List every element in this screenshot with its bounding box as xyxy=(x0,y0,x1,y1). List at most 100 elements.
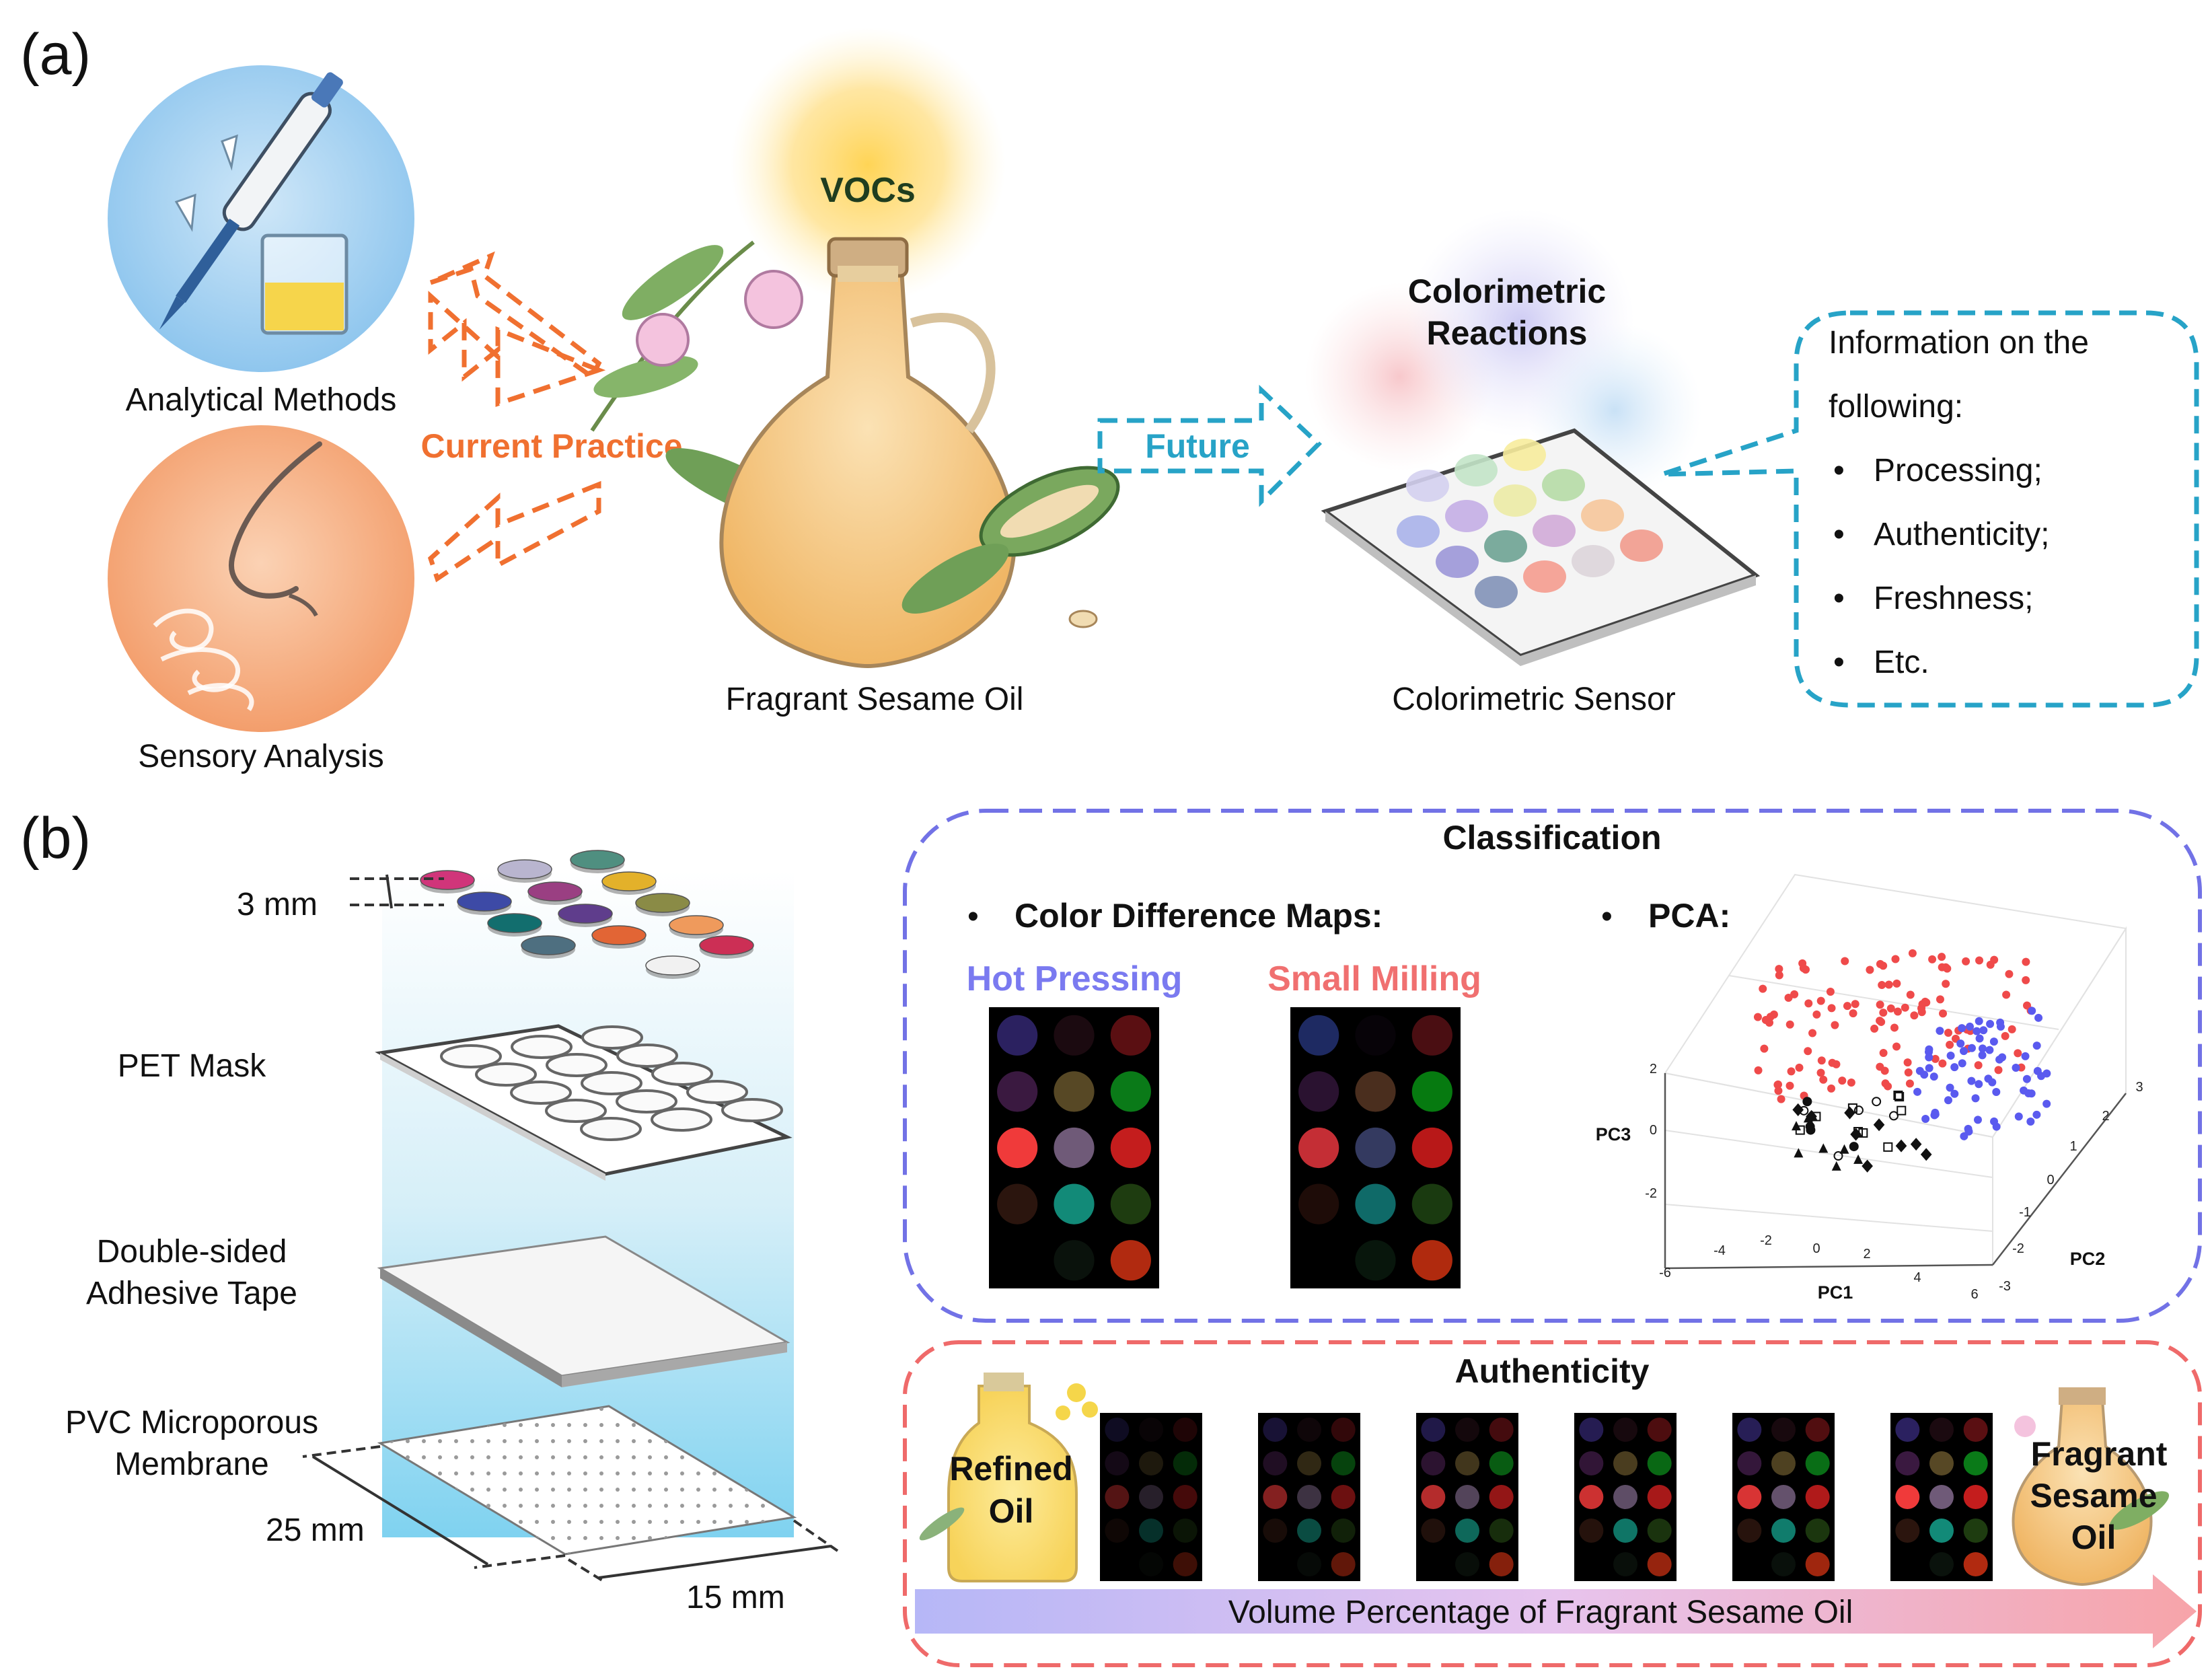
cdm-spot xyxy=(1489,1552,1514,1576)
pca-point-red xyxy=(2022,1001,2031,1010)
cdm-spot xyxy=(1613,1451,1637,1475)
cdm-spot xyxy=(1110,1071,1151,1112)
cdm-spot xyxy=(1298,1127,1339,1169)
dim-25mm-15mm-markers xyxy=(302,1445,839,1584)
dye-spot xyxy=(591,925,647,945)
dye-spot xyxy=(635,893,690,913)
sensory-analysis-label: Sensory Analysis xyxy=(138,739,384,774)
cdm-spot xyxy=(1895,1451,1920,1475)
pca-point-red xyxy=(1943,964,1952,973)
pca-bullet: • xyxy=(1601,899,1613,935)
dye-spot xyxy=(645,955,700,976)
cdm-spot xyxy=(1895,1418,1920,1442)
pca-point-blue xyxy=(1964,1124,1973,1133)
cdm-spot xyxy=(1297,1485,1321,1509)
authenticity-title: Authenticity xyxy=(1455,1352,1650,1390)
pca-point-blue xyxy=(1936,1027,1944,1035)
cdm-spot xyxy=(1331,1451,1356,1475)
bullet-authenticity: Authenticity; xyxy=(1874,517,2049,552)
pca-point-blue xyxy=(1979,1026,1988,1035)
pca-point-red xyxy=(1870,1024,1879,1033)
mask-hole xyxy=(651,1107,712,1132)
cdm-spot xyxy=(997,1015,1038,1056)
pca-point-blue xyxy=(1915,1066,1924,1075)
pca-point-blue xyxy=(1992,1088,2001,1097)
pca-point-black xyxy=(1850,1128,1862,1141)
pca-point-red xyxy=(1827,1004,1836,1013)
pca-point-red xyxy=(1774,1087,1783,1095)
pca-point-red xyxy=(1817,1056,1826,1065)
pca-point-blue xyxy=(2032,1110,2041,1119)
info-line1: Information on the xyxy=(1829,325,2089,361)
pca-point-black xyxy=(1794,1148,1804,1158)
cdm-spot xyxy=(1054,1071,1095,1112)
cdm-spot xyxy=(1173,1552,1198,1576)
pca-point-blue xyxy=(1985,1046,1994,1054)
pca-point-blue xyxy=(1975,1080,1983,1089)
sensor-spot xyxy=(1436,546,1479,578)
dye-spot xyxy=(699,935,754,955)
pca-point-red xyxy=(2014,1049,2022,1058)
pc3-tick-label: -2 xyxy=(1645,1186,1657,1201)
pca-point-red xyxy=(1876,1017,1884,1025)
cdm-spot xyxy=(1929,1552,1954,1576)
analytical-methods-label: Analytical Methods xyxy=(126,382,397,418)
pca-point-black xyxy=(1920,1148,1932,1161)
cdm-spot xyxy=(1737,1451,1762,1475)
cdm-spot xyxy=(997,1183,1038,1225)
pca-heading: PCA: xyxy=(1648,897,1730,935)
volume-gradient-arrow xyxy=(915,1574,2197,1648)
fragrant-oil-line2: Sesame xyxy=(2030,1477,2157,1514)
pca-point-red xyxy=(1975,956,1984,965)
cdm-spot xyxy=(997,1127,1038,1169)
cdm-spot xyxy=(1929,1519,1954,1543)
pca-point-blue xyxy=(2012,1064,2020,1072)
pca-point-red xyxy=(1903,1058,1912,1067)
sensor-spot xyxy=(1620,529,1663,562)
pca-point-red xyxy=(1753,1013,1762,1021)
pca-plot xyxy=(1664,873,2127,1270)
sensor-spot xyxy=(1445,500,1488,532)
cdm-spot xyxy=(1355,1127,1396,1169)
pca-point-blue xyxy=(1913,1087,1922,1096)
pca-point-black xyxy=(1795,1125,1805,1135)
mask-hole xyxy=(721,1098,783,1122)
cdm-spot xyxy=(1613,1519,1637,1543)
cdm-spot xyxy=(1613,1418,1637,1442)
cdm-spot xyxy=(1331,1519,1356,1543)
current-practice-arrows xyxy=(427,251,606,583)
dye-spot xyxy=(457,891,512,912)
pca-point-red xyxy=(1962,957,1970,965)
pca-point-blue xyxy=(1960,1132,1968,1140)
cdm-spot xyxy=(1411,1071,1452,1112)
info-bullets: • Processing; • Authenticity; • Freshnes… xyxy=(1833,453,2049,680)
authenticity-box xyxy=(903,1340,2202,1667)
pet-mask-holes xyxy=(440,1025,783,1141)
cdm-spot xyxy=(1613,1552,1637,1576)
mask-hole xyxy=(581,1025,643,1050)
cdm-spot xyxy=(1805,1519,1830,1543)
dye-spot xyxy=(487,913,542,933)
small-milling-label: Small Milling xyxy=(1267,959,1481,998)
cdm-spot xyxy=(1054,1015,1095,1056)
sensor-spot xyxy=(1406,470,1449,502)
pca-point-blue xyxy=(1925,1045,1933,1054)
pca-point-blue xyxy=(1950,1089,1959,1098)
pca-point-blue xyxy=(1950,1063,1959,1072)
pca-point-red xyxy=(1944,1029,1952,1037)
pca-point-blue xyxy=(1929,1072,1938,1081)
pca-point-red xyxy=(1936,995,1944,1004)
pc1-tick-label: -4 xyxy=(1714,1243,1726,1258)
volume-gradient-label: Volume Percentage of Fragrant Sesame Oil xyxy=(1228,1595,1853,1630)
pca-point-red xyxy=(1785,1081,1794,1090)
pca-point-red xyxy=(1901,1003,1909,1012)
sensor-spots xyxy=(1397,439,1663,608)
cdm-spot xyxy=(1054,1240,1095,1281)
cdm-spot xyxy=(1963,1552,1988,1576)
mask-hole xyxy=(580,1117,642,1141)
pca-point-red xyxy=(1931,1054,1940,1063)
cdm-spot xyxy=(1411,1183,1452,1225)
pca-point-blue xyxy=(1958,1024,1966,1033)
sensor-spot xyxy=(1523,560,1566,593)
pc2-tick-label: 3 xyxy=(2135,1080,2143,1095)
